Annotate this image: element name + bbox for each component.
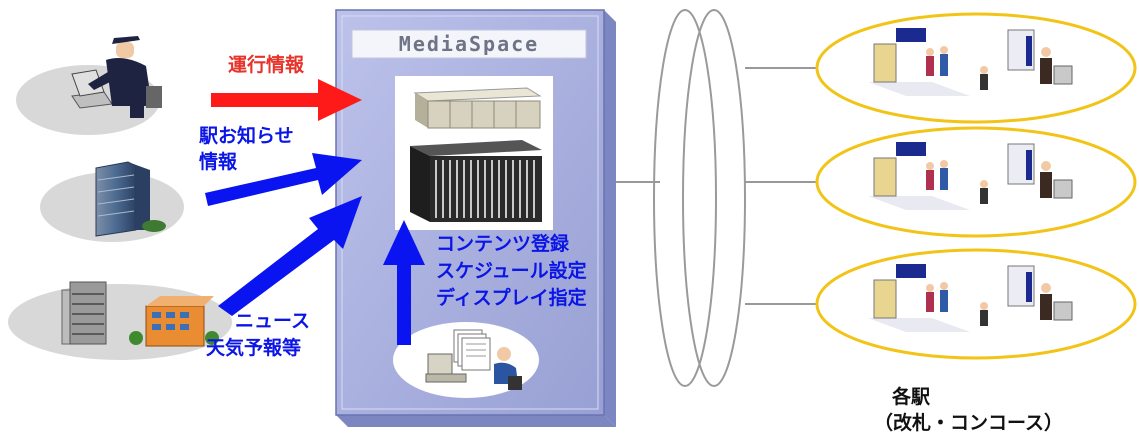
stations-label-line1: 各駅 (892, 386, 931, 408)
stations-label-line2: （改札・コンコース） (874, 412, 1064, 434)
train-operator-at-laptop-icon (71, 36, 162, 118)
station-ticket-gate-icon (868, 142, 1073, 210)
station-ring-2 (815, 126, 1137, 238)
content-registration-arrow (383, 220, 425, 345)
station-ring-1 (815, 12, 1137, 124)
station-ring-3 (815, 248, 1137, 360)
station-links (745, 67, 818, 305)
office-building-icon (95, 161, 166, 237)
server-rack-icon (395, 76, 553, 230)
news-arrow (218, 196, 362, 316)
content-label-line2: スケジュール設定 (436, 260, 587, 282)
operation-info-label: 運行情報 (228, 54, 305, 76)
operation-info-arrow (211, 79, 362, 121)
network-icon (653, 9, 746, 387)
station-ticket-gate-icon (868, 264, 1073, 332)
news-label-line1: ニュース (235, 310, 311, 332)
mediaspace-logo (351, 29, 587, 59)
station-notice-label-line1: 駅お知らせ (199, 125, 294, 147)
station-notice-label-line2: 情報 (199, 151, 238, 173)
logo-text: MediaSpace (398, 32, 540, 56)
external-buildings-icon (61, 281, 219, 347)
station-ticket-gate-icon (868, 28, 1073, 96)
content-label-line3: ディスプレイ指定 (436, 287, 587, 309)
news-label-line2: 天気予報等 (206, 337, 302, 359)
content-label-line1: コンテンツ登録 (436, 233, 570, 255)
content-editor-workstation-icon (393, 322, 539, 398)
station-notice-arrow (205, 153, 362, 206)
